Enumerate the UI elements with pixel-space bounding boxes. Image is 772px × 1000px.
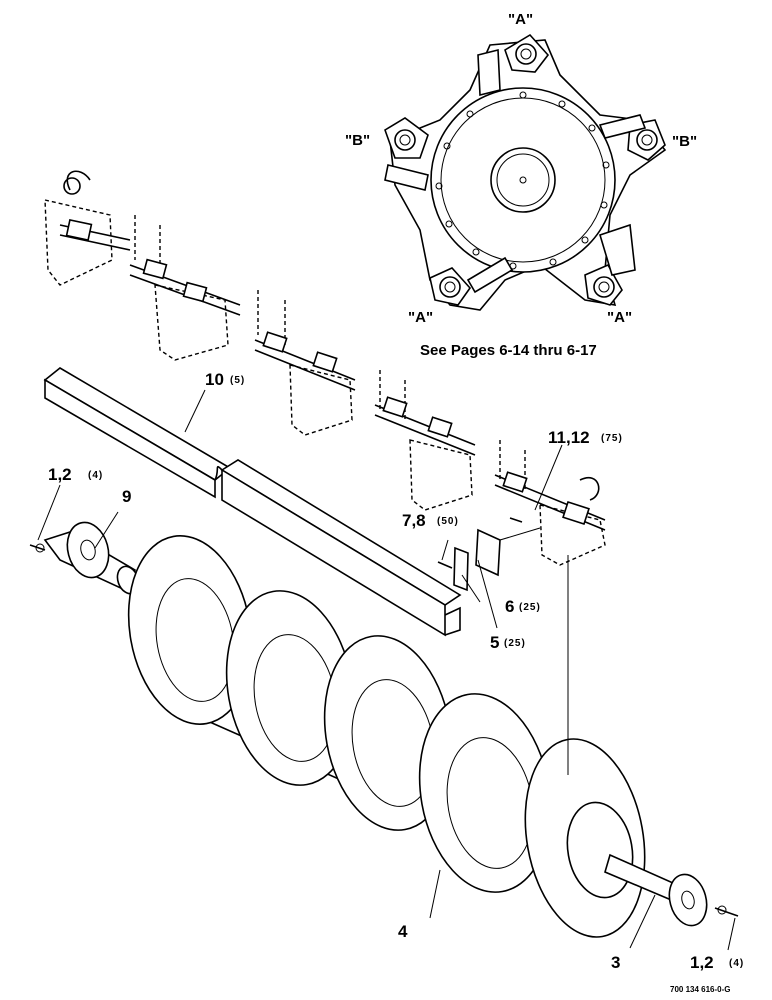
callout-4: 4 (398, 922, 408, 941)
bearing-a-bottom-left (429, 267, 472, 306)
rotor-assembly (29, 521, 739, 938)
callout-6-num: 6 (505, 597, 514, 616)
hub-label-b-left: "B" (345, 132, 370, 149)
callout-1-2-left-qty: (4) (88, 470, 103, 481)
bolt-11-12 (509, 517, 523, 523)
callout-11-12: 11,12 (75) (548, 428, 623, 447)
right-end-flange (668, 873, 708, 927)
callout-9-num: 9 (122, 487, 131, 506)
callout-7-8: 7,8 (50) (402, 511, 459, 530)
plate-5 (453, 546, 469, 592)
knife-stations (44, 170, 606, 566)
callout-1-2-right-num: 1,2 (690, 953, 714, 972)
callout-7-8-qty: (50) (437, 516, 459, 527)
left-end-flange (66, 521, 110, 579)
mount-plates (437, 517, 541, 592)
callout-5-qty: (25) (504, 638, 526, 649)
right-bolt (714, 907, 739, 917)
callout-6-qty: (25) (519, 602, 541, 613)
callout-1-2-right: 1,2 (4) (690, 953, 744, 972)
callout-1-2-right-qty: (4) (729, 958, 744, 969)
hub-label-a-bottom-right: "A" (607, 309, 632, 326)
callout-1-2-left-num: 1,2 (48, 465, 72, 484)
callout-10: 10 (5) (205, 370, 245, 389)
bearing-a-top (504, 33, 550, 73)
callout-9: 9 (122, 487, 131, 506)
plate-6 (475, 528, 501, 577)
hub-bolt-holes (435, 91, 610, 270)
hub-detail-view: "A" "B" "B" "A" "A" See Pages 6-14 thru … (345, 11, 697, 359)
knife-station-5 (494, 440, 606, 566)
callout-11-12-qty: (75) (601, 433, 623, 444)
hub-center-plate (490, 147, 556, 213)
left-bolt (29, 544, 46, 551)
callout-10-qty: (5) (230, 375, 245, 386)
bearing-b-left (384, 117, 429, 159)
callout-3: 3 (611, 953, 620, 972)
drawing-code: 700 134 616-0-G (670, 985, 731, 994)
callout-5-num: 5 (490, 633, 499, 652)
hub-knives (384, 48, 647, 294)
knife-station-1 (44, 170, 131, 286)
bolt-7-8 (437, 561, 453, 569)
hub-label-a-bottom-left: "A" (408, 309, 433, 326)
leader-lines (37, 389, 736, 951)
callout-3-num: 3 (611, 953, 620, 972)
callout-5: 5 (25) (490, 633, 526, 652)
hub-label-b-right: "B" (672, 133, 697, 150)
knife-station-2 (129, 215, 241, 361)
callout-6: 6 (25) (505, 597, 541, 616)
hub-label-a-top: "A" (508, 11, 533, 28)
disc-1 (127, 535, 253, 725)
callout-1-2-left: 1,2 (4) (48, 465, 103, 484)
callout-10-num: 10 (205, 370, 224, 389)
channel-bar (43, 367, 462, 637)
knife-station-3 (254, 290, 356, 436)
callout-11-12-num: 11,12 (548, 428, 590, 447)
see-pages-note: See Pages 6-14 thru 6-17 (420, 342, 597, 359)
callout-7-8-num: 7,8 (402, 511, 426, 530)
callout-4-num: 4 (398, 922, 408, 941)
knife-station-4 (374, 370, 476, 511)
